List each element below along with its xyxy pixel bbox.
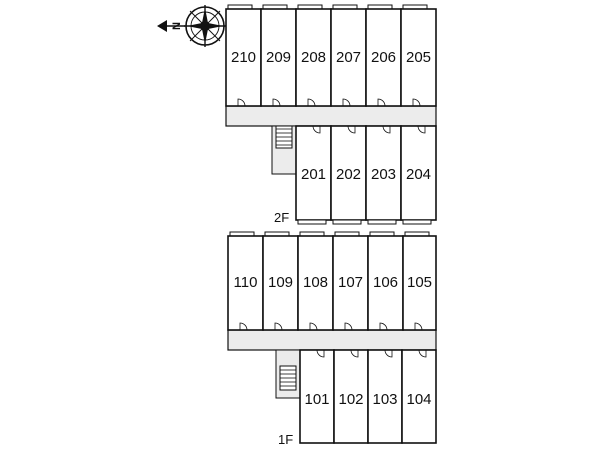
unit-1f-front-1: 101 xyxy=(299,349,335,444)
unit-number: 101 xyxy=(304,391,329,408)
unit-2f-rear-6: 205 xyxy=(400,4,437,107)
unit-number: 110 xyxy=(234,274,258,291)
unit-number: 204 xyxy=(406,166,431,183)
unit-2f-rear-2: 209 xyxy=(260,4,297,107)
floor-label: 1F xyxy=(278,432,293,447)
stair-icon xyxy=(275,125,293,149)
unit-number: 203 xyxy=(371,166,396,183)
unit-number: 102 xyxy=(338,391,363,408)
corridor-2f-upper xyxy=(225,105,437,127)
corridor-1f-upper xyxy=(227,329,437,351)
unit-number: 104 xyxy=(406,391,431,408)
compass: N xyxy=(157,5,226,47)
unit-1f-front-4: 104 xyxy=(401,349,437,444)
unit-number: 201 xyxy=(301,166,326,183)
unit-2f-rear-4: 207 xyxy=(330,4,367,107)
unit-number: 105 xyxy=(407,274,432,291)
unit-1f-rear-4: 107 xyxy=(332,231,369,331)
unit-number: 106 xyxy=(373,274,398,291)
unit-1f-rear-6: 105 xyxy=(402,231,437,331)
unit-2f-rear-5: 206 xyxy=(365,4,402,107)
floor-label: 2F xyxy=(274,210,289,225)
unit-number: 107 xyxy=(338,274,363,291)
stair-icon xyxy=(279,365,297,391)
unit-number: 205 xyxy=(406,49,431,66)
unit-2f-front-3: 203 xyxy=(365,125,402,225)
floor-1f: 110 109 108 107 106 xyxy=(227,231,437,447)
unit-2f-rear-3: 208 xyxy=(295,4,332,107)
north-arrow-icon xyxy=(157,20,185,32)
unit-1f-front-3: 103 xyxy=(367,349,403,444)
unit-1f-rear-2: 109 xyxy=(262,231,299,331)
compass-rose-icon xyxy=(184,5,226,47)
unit-number: 108 xyxy=(303,274,328,291)
north-letter: N xyxy=(171,22,183,30)
unit-number: 103 xyxy=(372,391,397,408)
unit-2f-front-1: 201 xyxy=(295,125,332,225)
unit-1f-rear-5: 106 xyxy=(367,231,404,331)
unit-number: 109 xyxy=(268,274,293,291)
unit-1f-front-2: 102 xyxy=(333,349,369,444)
unit-number: 206 xyxy=(371,49,396,66)
unit-1f-rear-3: 108 xyxy=(297,231,334,331)
unit-number: 209 xyxy=(266,49,291,66)
unit-2f-front-4: 204 xyxy=(400,125,437,225)
floor-2f: 210 209 208 207 206 xyxy=(225,4,437,225)
unit-number: 202 xyxy=(336,166,361,183)
unit-number: 210 xyxy=(231,49,256,66)
unit-2f-front-2: 202 xyxy=(330,125,367,225)
unit-number: 207 xyxy=(336,49,361,66)
unit-2f-rear-1: 210 xyxy=(225,4,262,107)
unit-1f-rear-1: 110 xyxy=(227,231,264,331)
unit-number: 208 xyxy=(301,49,326,66)
